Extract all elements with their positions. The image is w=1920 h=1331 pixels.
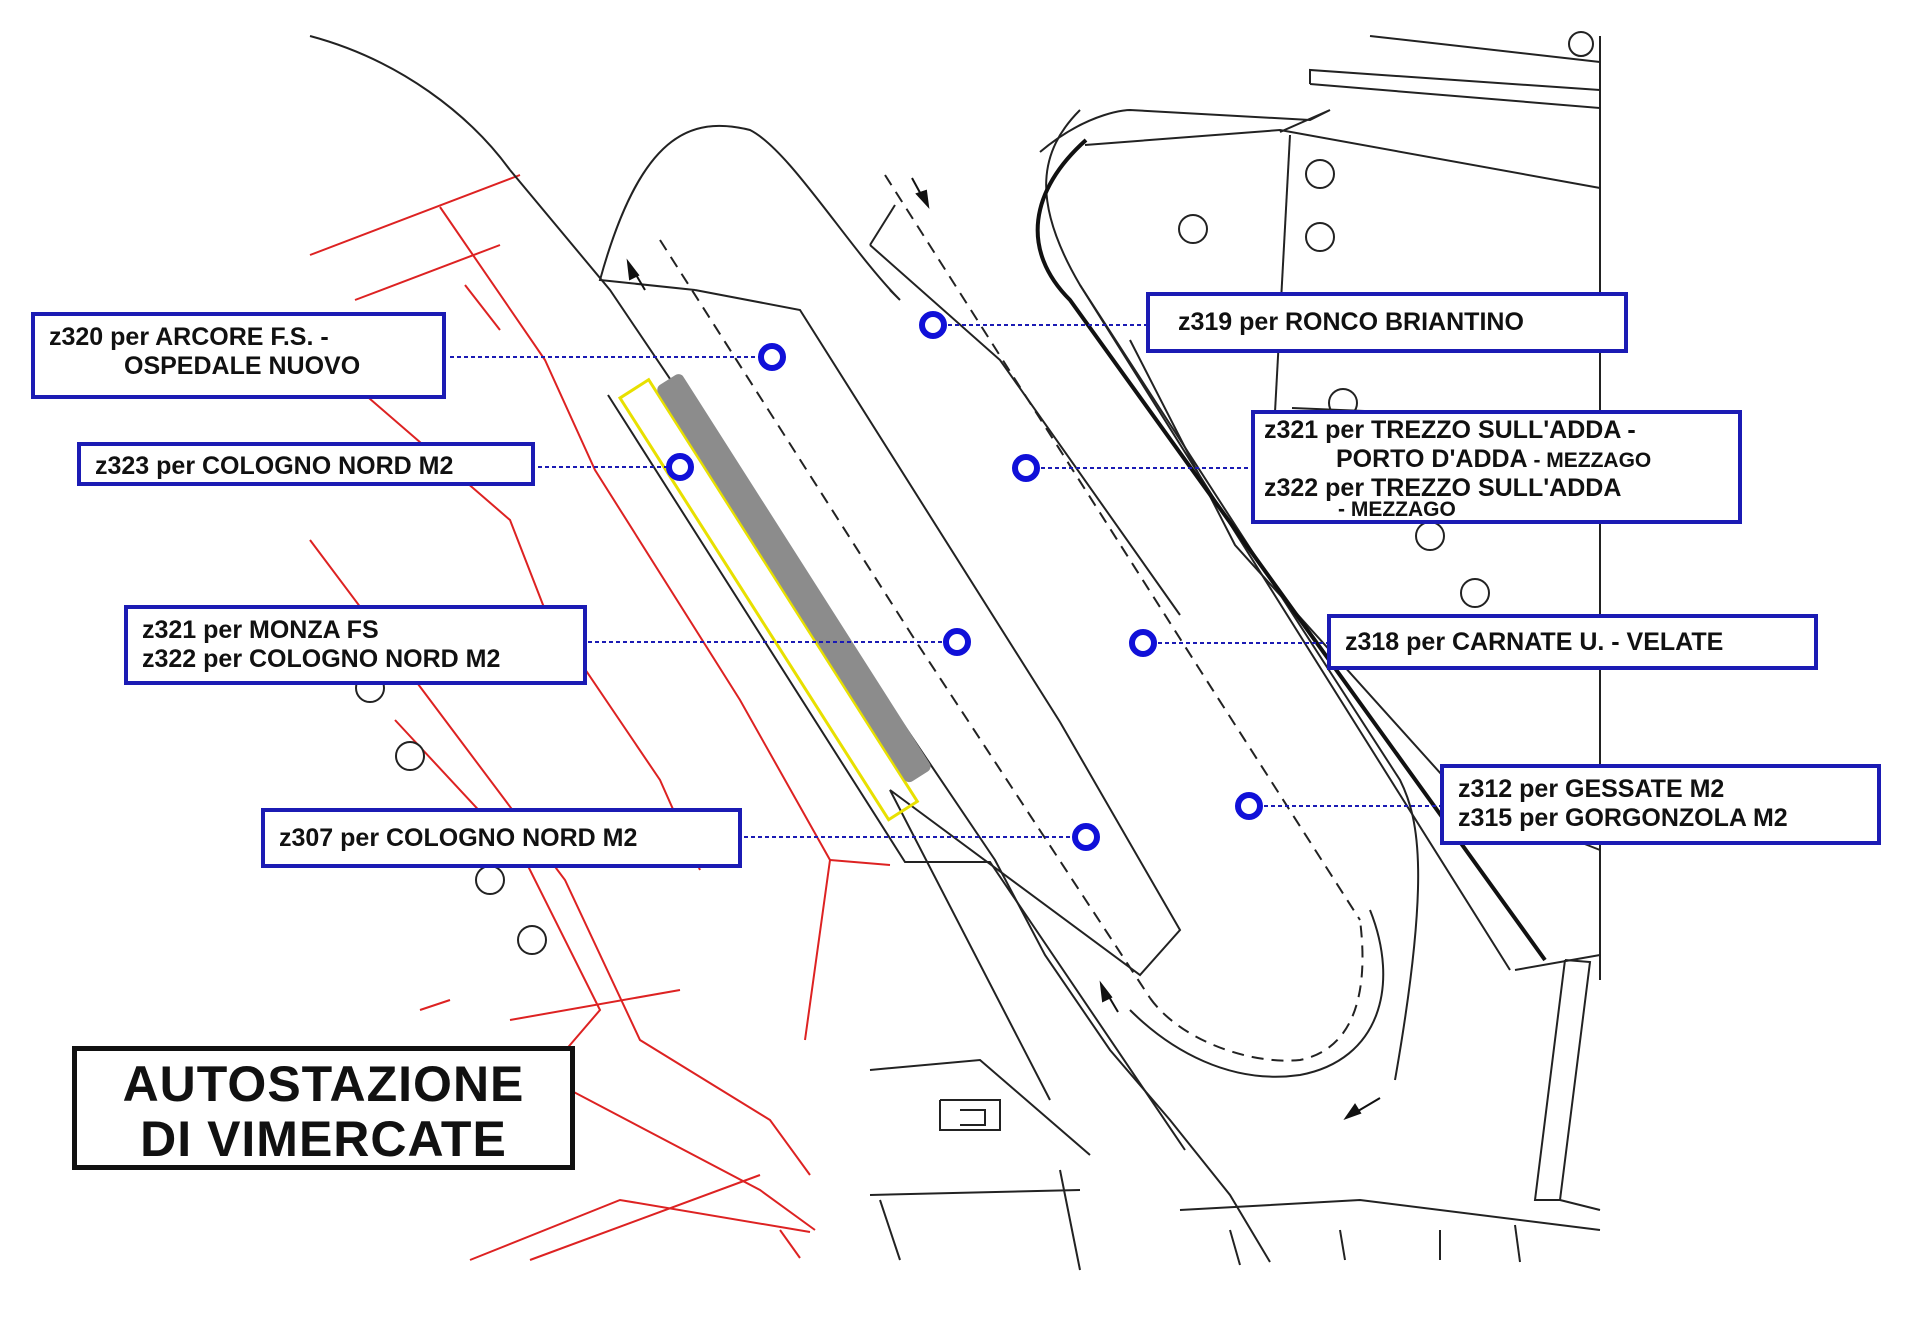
- label-z319: z319 per RONCO BRIANTINO: [1146, 292, 1628, 353]
- label-line: z321 per TREZZO SULL'ADDA -: [1264, 416, 1636, 444]
- bus-stop-circle-icon[interactable]: [943, 628, 971, 656]
- title-line: AUTOSTAZIONE: [122, 1056, 525, 1112]
- direction-arrow-icon: [1343, 1097, 1381, 1120]
- bus-stop-circle-icon[interactable]: [1072, 823, 1100, 851]
- label-z312: z312 per GESSATE M2 z315 per GORGONZOLA …: [1440, 764, 1881, 845]
- label-line-part: PORTO D'ADDA: [1336, 445, 1528, 473]
- label-z321-trezzo: z321 per TREZZO SULL'ADDA - PORTO D'ADDA…: [1251, 410, 1742, 524]
- label-line: z321 per MONZA FS: [142, 616, 379, 644]
- bus-stop-circle-icon[interactable]: [666, 453, 694, 481]
- label-line: z320 per ARCORE F.S. -: [49, 323, 329, 351]
- title-line: DI VIMERCATE: [140, 1111, 507, 1167]
- label-z321-monza: z321 per MONZA FS z322 per COLOGNO NORD …: [124, 605, 587, 685]
- label-line: z322 per COLOGNO NORD M2: [142, 645, 501, 673]
- bus-stop-circle-icon[interactable]: [1235, 792, 1263, 820]
- road-edge-thick: [1035, 138, 1547, 962]
- direction-arrows: [626, 177, 1381, 1120]
- leader-lines: [450, 324, 1441, 838]
- label-line: - MEZZAGO: [1338, 498, 1456, 521]
- label-z318: z318 per CARNATE U. - VELATE: [1327, 614, 1818, 670]
- bus-stop-circle-icon[interactable]: [919, 311, 947, 339]
- direction-arrow-icon: [626, 258, 646, 291]
- platform-outline: [617, 377, 920, 822]
- label-z307: z307 per COLOGNO NORD M2: [261, 808, 742, 868]
- bus-stop-circle-icon[interactable]: [1129, 629, 1157, 657]
- direction-arrow-icon: [911, 177, 930, 210]
- label-z323: z323 per COLOGNO NORD M2: [77, 442, 535, 486]
- label-line: z322 per TREZZO SULL'ADDA: [1264, 474, 1622, 502]
- label-line: OSPEDALE NUOVO: [124, 352, 361, 380]
- bus-stop-circle-icon[interactable]: [758, 343, 786, 371]
- label-line-part: - MEZZAGO: [1527, 449, 1652, 472]
- lane-dashes: [659, 174, 1364, 1062]
- label-line: z319 per RONCO BRIANTINO: [1178, 308, 1524, 336]
- map-title: AUTOSTAZIONE DI VIMERCATE: [72, 1046, 575, 1170]
- label-z320: z320 per ARCORE F.S. - OSPEDALE NUOVO: [31, 312, 446, 399]
- bus-stops: [666, 311, 1263, 851]
- bus-stop-circle-icon[interactable]: [1012, 454, 1040, 482]
- label-line: PORTO D'ADDA - MEZZAGO: [1264, 445, 1724, 474]
- label-line: z323 per COLOGNO NORD M2: [95, 452, 454, 480]
- direction-arrow-icon: [1099, 980, 1119, 1013]
- label-line: z315 per GORGONZOLA M2: [1458, 804, 1788, 832]
- label-line: z307 per COLOGNO NORD M2: [279, 824, 638, 852]
- label-line: z318 per CARNATE U. - VELATE: [1345, 628, 1724, 656]
- bus-shelter: [657, 374, 931, 783]
- label-line: z312 per GESSATE M2: [1458, 775, 1725, 803]
